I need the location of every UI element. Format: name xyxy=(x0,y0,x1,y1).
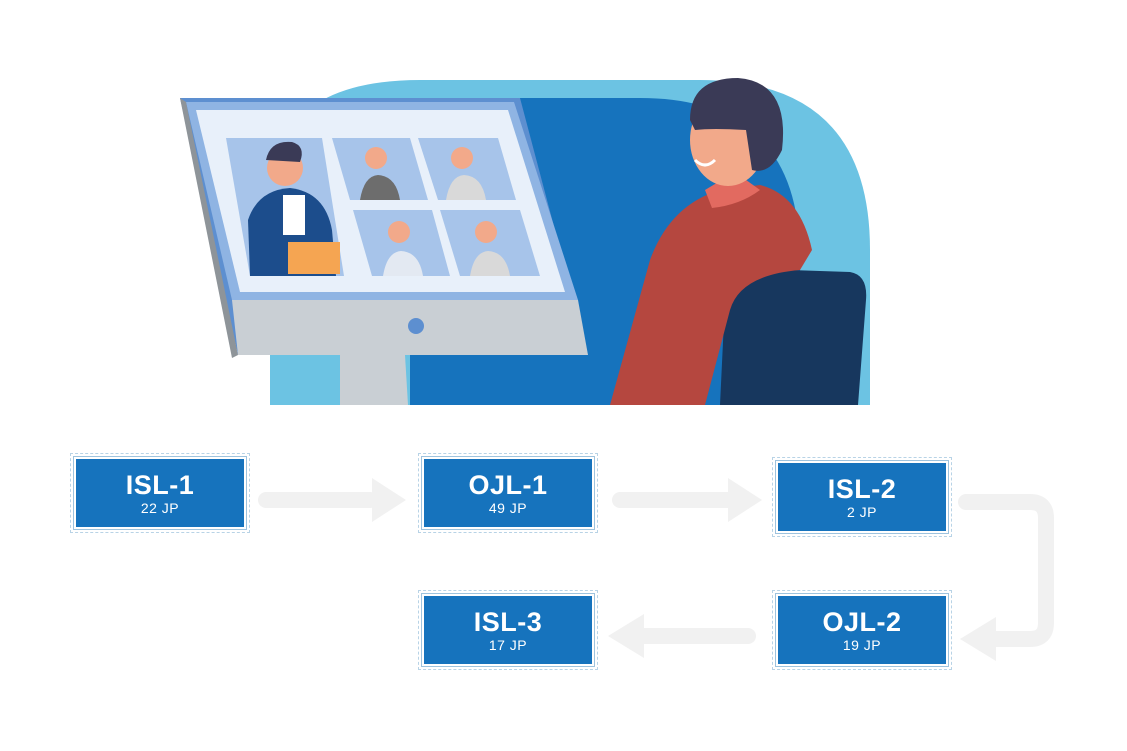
person-icon xyxy=(610,78,812,405)
step-hours: 2 JP xyxy=(846,504,877,520)
step-box-fill: OJL-1 49 JP xyxy=(421,456,595,530)
arrow-ojl1-to-isl2 xyxy=(612,478,762,522)
step-hours: 19 JP xyxy=(842,637,882,653)
step-title: ISL-3 xyxy=(473,607,543,637)
step-box-ojl-1: OJL-1 49 JP xyxy=(418,453,598,533)
step-hours: 17 JP xyxy=(488,637,528,653)
step-box-fill: OJL-2 19 JP xyxy=(775,593,949,667)
step-hours: 22 JP xyxy=(140,500,180,516)
step-box-fill: ISL-2 2 JP xyxy=(775,460,949,534)
step-title: OJL-2 xyxy=(822,607,902,637)
chair-icon xyxy=(720,269,867,405)
video-tiles xyxy=(226,138,540,276)
step-title: ISL-1 xyxy=(125,470,195,500)
step-box-isl-2: ISL-2 2 JP xyxy=(772,457,952,537)
arrow-ojl2-to-isl3 xyxy=(608,614,756,658)
step-box-isl-1: ISL-1 22 JP xyxy=(70,453,250,533)
participant-avatars xyxy=(248,141,510,276)
arrow-isl2-to-ojl2 xyxy=(958,494,1054,661)
step-box-fill: ISL-3 17 JP xyxy=(421,593,595,667)
step-box-isl-3: ISL-3 17 JP xyxy=(418,590,598,670)
step-title: OJL-1 xyxy=(468,470,548,500)
step-hours: 49 JP xyxy=(488,500,528,516)
step-title: ISL-2 xyxy=(827,474,897,504)
arrow-isl1-to-ojl1 xyxy=(258,478,406,522)
step-box-fill: ISL-1 22 JP xyxy=(73,456,247,530)
step-box-ojl-2: OJL-2 19 JP xyxy=(772,590,952,670)
